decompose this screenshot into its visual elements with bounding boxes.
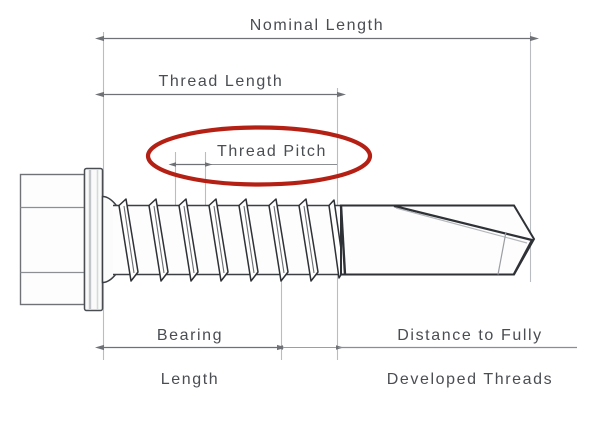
dimension-distance-to-fully-developed-threads: Distance to Fully Developed Threads bbox=[338, 327, 577, 388]
bearing-length-label-line2: Length bbox=[161, 371, 220, 388]
flute-edge bbox=[393, 204, 534, 275]
thread-pitch-label: Thread Pitch bbox=[217, 143, 327, 160]
thread-length-label: Thread Length bbox=[159, 73, 284, 90]
washer-flange bbox=[83, 167, 104, 312]
screw-illustration bbox=[19, 167, 536, 312]
dimension-nominal-length: Nominal Length bbox=[95, 17, 539, 42]
dimension-bearing-length: Bearing Length bbox=[95, 327, 286, 388]
tip-chisel-line bbox=[497, 231, 507, 275]
bearing-length-label-line1: Bearing bbox=[157, 327, 223, 344]
dimension-thread-length: Thread Length bbox=[95, 73, 346, 98]
drill-point bbox=[339, 204, 536, 276]
thread-pitch-highlight-ellipse bbox=[145, 125, 373, 187]
thread-crests bbox=[118, 198, 345, 282]
thread-back-lines bbox=[123, 205, 315, 274]
distance-to-threads-label-line2: Developed Threads bbox=[387, 371, 554, 388]
distance-to-threads-label-line1: Distance to Fully bbox=[397, 327, 542, 344]
thread-runout-edge bbox=[339, 205, 347, 275]
nominal-length-label: Nominal Length bbox=[250, 17, 384, 34]
dimension-thread-pitch: Thread Pitch bbox=[145, 125, 373, 187]
hex-head bbox=[19, 173, 86, 306]
